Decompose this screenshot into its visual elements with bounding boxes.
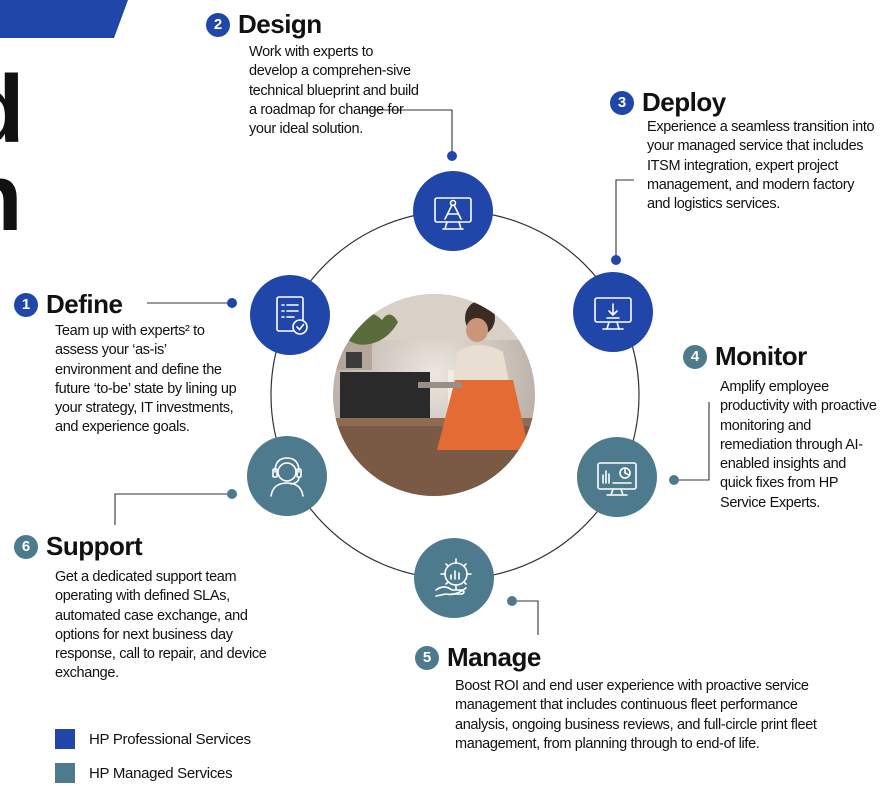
legend-item-professional: HP Professional Services bbox=[55, 729, 251, 749]
stage-define-heading: 1 Define bbox=[14, 289, 123, 320]
stage-support-heading: 6 Support bbox=[14, 531, 143, 562]
legend-label: HP Managed Services bbox=[89, 764, 233, 782]
stage-monitor-description: Amplify employee productivity with proac… bbox=[720, 379, 877, 511]
stage-title: Manage bbox=[447, 642, 541, 672]
stage-title: Support bbox=[46, 531, 143, 561]
connector-lines bbox=[114, 109, 710, 635]
stage-define-description: Team up with experts² to assess your ‘as… bbox=[55, 323, 237, 436]
stage-title: Deploy bbox=[642, 87, 726, 117]
stage-deploy-description: Experience a seamless transition into yo… bbox=[647, 119, 875, 213]
legend-item-managed: HP Managed Services bbox=[55, 763, 233, 783]
top-banner-shape bbox=[0, 0, 128, 38]
center-photo bbox=[333, 294, 535, 496]
stage-design-heading: 2 Design bbox=[206, 9, 322, 40]
stage-title: Design bbox=[238, 9, 322, 39]
cropped-heading-glyph-top: d bbox=[0, 62, 25, 158]
stage-title: Define bbox=[46, 289, 123, 319]
stage-number-badge: 5 bbox=[415, 645, 439, 670]
icon-design bbox=[413, 171, 493, 251]
legend-swatch bbox=[55, 763, 75, 783]
stage-design-description: Work with experts to develop a comprehen… bbox=[249, 44, 419, 138]
stage-number-badge: 3 bbox=[610, 90, 634, 115]
stage-monitor-heading: 4 Monitor bbox=[683, 341, 807, 372]
legend-swatch bbox=[55, 729, 75, 749]
connector-dots bbox=[227, 151, 679, 606]
cropped-heading-glyph-bottom: n bbox=[0, 150, 23, 246]
stage-number-badge: 1 bbox=[14, 292, 38, 317]
stage-deploy-heading: 3 Deploy bbox=[610, 87, 726, 118]
icon-define bbox=[250, 275, 330, 355]
stage-manage-description: Boost ROI and end user experience with p… bbox=[455, 678, 817, 752]
icon-monitor bbox=[577, 437, 657, 517]
icon-manage bbox=[414, 538, 494, 618]
stage-number-badge: 6 bbox=[14, 534, 38, 559]
icon-support bbox=[247, 436, 327, 516]
icon-deploy bbox=[573, 272, 653, 352]
legend-label: HP Professional Services bbox=[89, 730, 251, 748]
stage-number-badge: 2 bbox=[206, 12, 230, 37]
stage-title: Monitor bbox=[715, 341, 807, 371]
stage-manage-heading: 5 Manage bbox=[415, 642, 541, 673]
stage-number-badge: 4 bbox=[683, 344, 707, 369]
stage-support-description: Get a dedicated support team operating w… bbox=[55, 569, 267, 682]
